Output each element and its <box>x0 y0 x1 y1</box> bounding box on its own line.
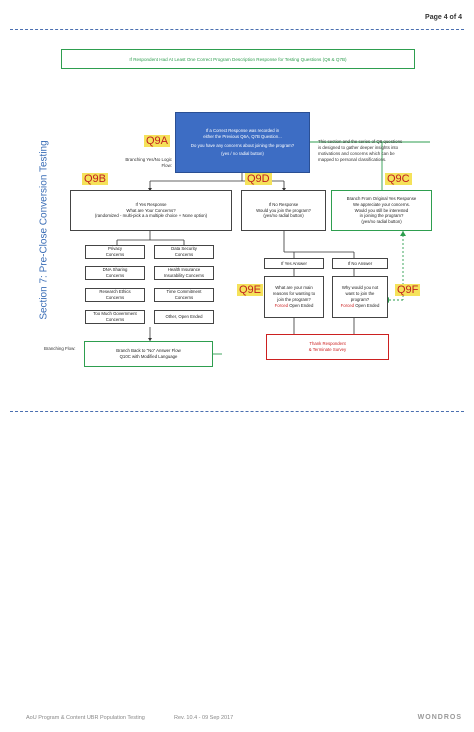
q9f-tag: Q9F <box>395 284 421 297</box>
brand-logo: WONDROS <box>417 714 462 721</box>
branch-back-box: Branch Back to "No" Answer Flow Q10C wit… <box>84 341 213 367</box>
q9a-tag: Q9A <box>144 135 171 148</box>
q9a-line: Do you have any concerns about joining t… <box>190 142 295 148</box>
q9a-line: (yes / no radial button) <box>221 151 264 157</box>
footer-title: AoU Program & Content UBR Population Tes… <box>26 715 145 721</box>
q9b-tag: Q9B <box>82 173 109 186</box>
q9e-question-box: What are your main reasons for wanting t… <box>264 276 324 318</box>
q9d-tag: Q9D <box>245 173 272 186</box>
q9a-line: If a Correct Response was recorded in <box>205 127 280 133</box>
terminate-box: Thank Respondent & Terminate Survey <box>266 334 389 360</box>
q9e-tag: Q9E <box>237 284 264 297</box>
q9c-question-box: Branch From Original Yes Response We app… <box>331 190 432 231</box>
q9b-question-box: If Yes Response What are Your Concerns? … <box>70 190 232 231</box>
concern-option: Other, Open Ended <box>154 310 214 324</box>
page-number: Page 4 of 4 <box>425 14 462 21</box>
if-no-answer-box: If No Answer <box>332 258 388 269</box>
condition-banner: If Respondent Had At Least One Correct P… <box>61 49 415 69</box>
q9c-tag: Q9C <box>385 173 412 186</box>
top-divider <box>10 29 464 30</box>
q9f-question-box: Why would you not want to join the progr… <box>332 276 388 318</box>
q9d-question-box: If No Response Would you join the progra… <box>241 190 326 231</box>
if-yes-answer-box: If Yes Answer <box>264 258 324 269</box>
section-note: This section and the series of Q8 questi… <box>318 139 403 163</box>
bottom-divider <box>10 411 464 412</box>
q9a-question-box: If a Correct Response was recorded in ei… <box>175 112 310 173</box>
branch-yes-no-label: Branching Yes/No Logic Flow: <box>125 157 172 169</box>
branching-flow-label: Branching Flow: <box>44 346 76 351</box>
q9a-line: either the Previous Q6A, Q7B Question... <box>203 133 282 139</box>
footer-revision: Rev. 10.4 - 09 Sep 2017 <box>174 715 234 721</box>
